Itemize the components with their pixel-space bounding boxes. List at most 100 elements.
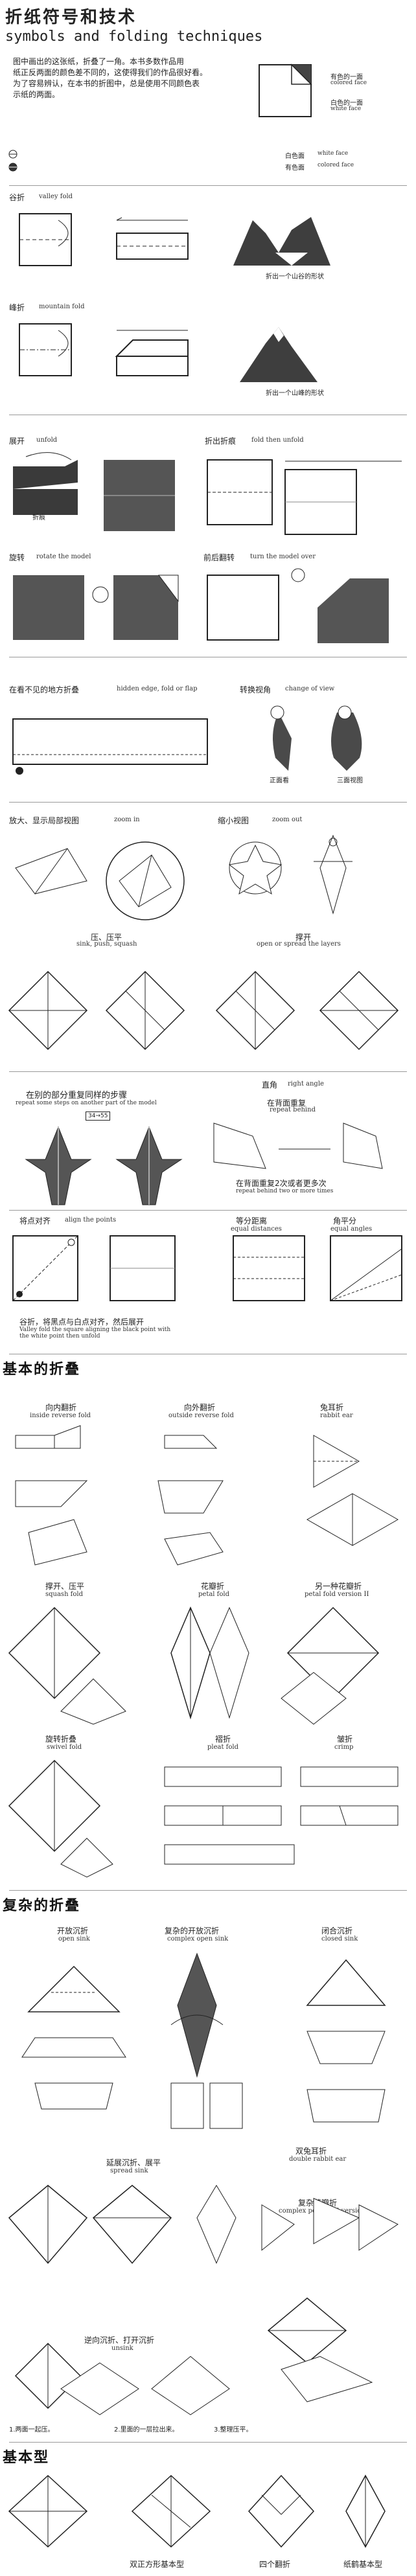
intro-line: 为了容易辨认，在本书的折图中，总是使用不同颜色表 (13, 78, 233, 89)
equal-distances-zh: 等分距离 (236, 1215, 267, 1226)
zoom-in-en: zoom in (114, 816, 140, 823)
turn-over-en: turn the model over (250, 553, 316, 560)
repeat-range-badge: 34→55 (86, 1111, 110, 1121)
complex-title-en: closed sink (321, 1935, 358, 1943)
open-layers-en: open or spread the layers (257, 940, 341, 948)
section-title-complex-folds: 复杂的折叠 (3, 1894, 80, 1915)
technique-title-en: pleat fold (207, 1744, 238, 1751)
page-title-zh: 折纸符号和技术 (5, 4, 137, 28)
base-label: 四个翻折 (259, 2559, 290, 2570)
section-title-bases: 基本型 (3, 2446, 49, 2467)
equal-distances-en: equal distances (231, 1225, 282, 1233)
turn-over-zh: 前后翻转 (203, 552, 235, 563)
mountain-fold-note: 折出一个山峰的形状 (266, 387, 324, 397)
mountain-fold-diagram (19, 317, 408, 395)
side-view-label: 三面视图 (337, 775, 363, 784)
technique-row-2-diagram (9, 1601, 408, 1731)
divider (9, 802, 407, 803)
mountain-fold-zh: 峰折 (9, 302, 25, 313)
divider (9, 1210, 407, 1211)
unfold-en: unfold (36, 437, 57, 444)
bases-diagram (9, 2469, 408, 2553)
white-face-en: white face (318, 150, 348, 157)
zoom-in-zh: 放大、显示局部视图 (9, 815, 79, 826)
equal-angles-en: equal angles (330, 1225, 372, 1233)
squash-open-diagram (9, 952, 408, 1062)
rotate-turn-diagram (13, 569, 408, 646)
technique-title-en: swivel fold (47, 1744, 82, 1751)
zoom-out-en: zoom out (272, 816, 302, 823)
divider (9, 2442, 407, 2443)
valley-fold-en: valley fold (39, 193, 73, 200)
repeat-diagram (13, 1121, 188, 1211)
hidden-fold-zh: 在看不见的地方折叠 (9, 684, 79, 695)
change-view-en: change of view (285, 685, 334, 692)
intro-line: 纸正反两面的颜色差不同的，这使得我们的作品很好看。 (13, 67, 233, 78)
technique-title: 兔耳折 (320, 1402, 343, 1413)
technique-row-3-diagram (9, 1754, 408, 1884)
section-title-basic-folds: 基本的折叠 (3, 1358, 80, 1378)
divider (9, 1890, 407, 1891)
complex-title-en: complex open sink (167, 1935, 228, 1943)
white-face-zh: 白色面 (285, 150, 305, 160)
right-angle-en: right angle (288, 1080, 324, 1088)
face-legend-diagram (259, 65, 318, 123)
fold-then-unfold-en: fold then unfold (251, 437, 304, 444)
technique-title-en: squash fold (45, 1591, 83, 1598)
intro-line: 图中画出的这张纸，折叠了一角。本书多数作品用 (13, 56, 233, 67)
complex-note: 3.整理压平。 (214, 2424, 253, 2434)
repeat-steps-en: repeat some steps on another part of the… (16, 1100, 157, 1106)
valley-fold-note: 折出一个山谷的形状 (266, 271, 324, 280)
fold-then-unfold-zh: 折出折痕 (205, 435, 236, 446)
squash-en: sink, push, squash (76, 940, 137, 948)
valley-align-zh: 谷折，将黑点与白点对齐，然后展开 (19, 1316, 144, 1327)
technique-title-en: petal fold (198, 1591, 229, 1598)
legend-white-en: white face (330, 106, 361, 112)
colored-face-zh: 有色面 (285, 162, 305, 172)
technique-title: 向外翻折 (184, 1402, 215, 1413)
colored-face-en: colored face (318, 162, 354, 168)
technique-row-1-diagram (9, 1422, 408, 1578)
hidden-fold-en: hidden edge, fold or flap (117, 685, 198, 692)
legend-colored-en: colored face (330, 80, 367, 86)
valley-fold-diagram (19, 207, 408, 279)
valley-align-en: Valley fold the square aligning the blac… (19, 1327, 181, 1339)
complex-note: 2.里面的一层拉出来。 (114, 2424, 179, 2434)
complex-title: 双兔耳折 (295, 2145, 327, 2156)
repeat-two-en: repeat behind two or more times (236, 1188, 333, 1194)
technique-title-en: inside reverse fold (30, 1412, 91, 1419)
complex-row-1-diagram (9, 1947, 408, 2141)
unfold-zh: 展开 (9, 435, 25, 446)
unfold-diagram (13, 453, 408, 538)
valley-fold-zh: 谷折 (9, 192, 25, 203)
complex-title-en: spread sink (110, 2167, 148, 2174)
front-view-label: 正面看 (270, 775, 289, 784)
complex-row-3-diagram (9, 2285, 408, 2415)
align-points-zh: 将点对齐 (19, 1215, 51, 1226)
crease-mark-label: 折痕 (32, 512, 45, 521)
align-equal-diagram (13, 1236, 408, 1314)
right-angle-zh: 直角 (262, 1079, 277, 1090)
rotate-zh: 旋转 (9, 552, 25, 563)
base-label: 纸鹤基本型 (343, 2559, 382, 2570)
intro-line: 示纸的两面。 (13, 89, 233, 100)
complex-title: 延展沉折、展平 (106, 2157, 161, 2168)
zoom-out-zh: 缩小视图 (218, 815, 249, 826)
align-points-en: align the points (65, 1216, 116, 1224)
complex-row-2-diagram (9, 2179, 408, 2276)
base-label: 双正方形基本型 (130, 2559, 184, 2570)
repeat-steps-zh: 在别的部分重复同样的步骤 (26, 1088, 127, 1100)
technique-title: 另一种花瓣折 (315, 1580, 362, 1591)
repeat-two-zh: 在背面重复2次或者更多次 (236, 1178, 327, 1189)
complex-note: 1.两面一起压。 (9, 2424, 54, 2434)
equal-angles-zh: 角平分 (333, 1215, 356, 1226)
complex-title-en: open sink (58, 1935, 90, 1943)
technique-title: 皱折 (337, 1733, 352, 1744)
rotate-en: rotate the model (36, 553, 91, 560)
repeat-behind-en: repeat behind (270, 1106, 316, 1113)
face-symbol-icon (8, 149, 21, 175)
complex-title-en: double rabbit ear (289, 2156, 346, 2163)
technique-title-en: petal fold version II (305, 1591, 369, 1598)
technique-title: 旋转折叠 (45, 1733, 76, 1744)
technique-title-en: outside reverse fold (168, 1412, 234, 1419)
